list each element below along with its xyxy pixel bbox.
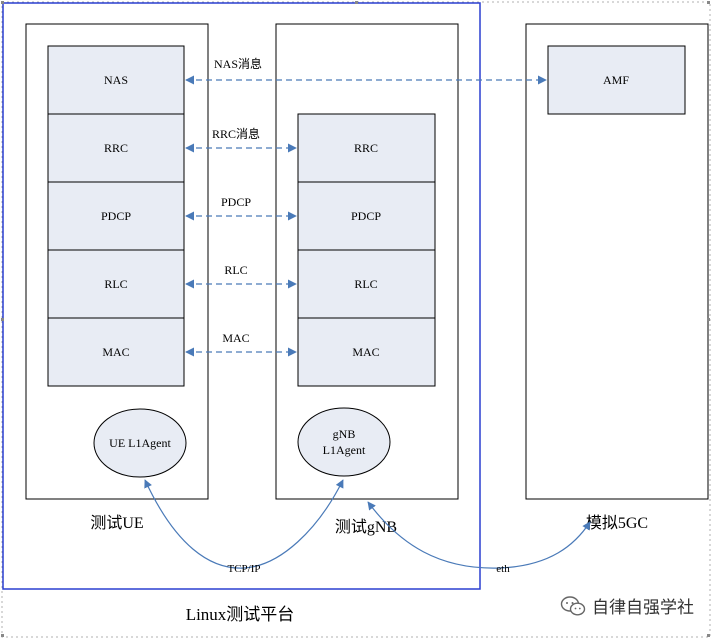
rlc-link-label: RLC — [224, 263, 247, 277]
core-amf: AMF — [547, 45, 686, 115]
svg-text:RLC: RLC — [354, 277, 377, 291]
svg-text:PDCP: PDCP — [351, 209, 381, 223]
mac-link-label: MAC — [222, 331, 249, 345]
gnb-l1agent: gNB L1Agent — [297, 407, 391, 477]
eth-curve — [367, 501, 591, 569]
svg-text:RRC: RRC — [354, 141, 378, 155]
ue-layer-rlc: RLC — [47, 249, 185, 319]
platform-label: Linux测试平台 — [186, 605, 295, 624]
core-label: 模拟5GC — [586, 514, 648, 532]
watermark-text: 自律自强学社 — [592, 598, 694, 618]
ue-label: 测试UE — [90, 514, 143, 532]
ue-layer-nas: NAS — [47, 45, 185, 115]
ue-layer-rrc: RRC — [47, 113, 185, 183]
svg-text:RLC: RLC — [104, 277, 127, 291]
gnb-layer-pdcp: PDCP — [297, 181, 436, 251]
tcpip-label: TCP/IP — [227, 563, 260, 575]
rrc-link-label: RRC消息 — [212, 126, 260, 141]
gnb-layer-rlc: RLC — [297, 249, 436, 319]
svg-text:AMF: AMF — [603, 73, 629, 87]
ue-l1agent: UE L1Agent — [93, 408, 187, 478]
svg-text:RRC: RRC — [104, 141, 128, 155]
eth-label: eth — [496, 563, 510, 575]
gnb-layer-mac: MAC — [297, 317, 436, 387]
linux-platform-border — [2, 2, 481, 590]
svg-text:gNB: gNB — [333, 427, 356, 441]
svg-text:NAS: NAS — [104, 73, 128, 87]
tcpip-curve — [144, 479, 344, 569]
svg-text:MAC: MAC — [102, 345, 129, 359]
svg-text:L1Agent: L1Agent — [323, 443, 366, 457]
pdcp-link-label: PDCP — [221, 195, 251, 209]
watermark: 自律自强学社 — [560, 593, 694, 618]
ue-layer-mac: MAC — [47, 317, 185, 387]
wechat-icon — [560, 595, 586, 616]
nas-link-label: NAS消息 — [214, 56, 262, 71]
gnb-label: 测试gNB — [335, 518, 397, 536]
svg-text:MAC: MAC — [352, 345, 379, 359]
gnb-layer-rrc: RRC — [297, 113, 436, 183]
ue-layer-pdcp: PDCP — [47, 181, 185, 251]
svg-text:PDCP: PDCP — [101, 209, 131, 223]
svg-text:UE L1Agent: UE L1Agent — [109, 436, 171, 450]
